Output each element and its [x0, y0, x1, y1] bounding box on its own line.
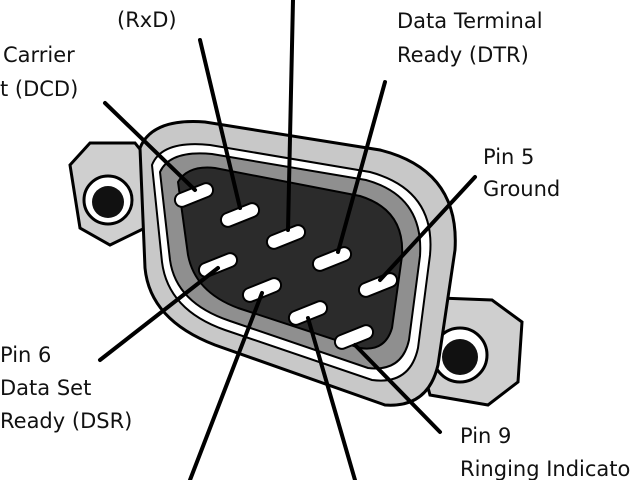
leader-dcd	[103, 101, 197, 192]
label-rxd-line2: (RxD)	[117, 8, 177, 32]
pin-7	[241, 277, 283, 303]
pin-3	[265, 224, 307, 250]
pin-9	[333, 324, 375, 350]
label-dtr-line2: Ready (DTR)	[397, 43, 529, 67]
label-ri-line1: Pin 9	[460, 424, 511, 448]
label-dcd-line2: t (DCD)	[0, 77, 78, 101]
leader-dtr	[336, 80, 387, 254]
pin-2	[219, 202, 261, 228]
label-ri-line2: Ringing Indicato	[460, 457, 630, 480]
label-ground-line2: Ground	[483, 177, 560, 201]
pin-row-top	[173, 182, 399, 298]
label-ground-line1: Pin 5	[483, 145, 534, 169]
db9-connector-icon	[138, 120, 457, 407]
pin-4	[311, 246, 353, 272]
label-dsr-line3: Ready (DSR)	[0, 409, 132, 433]
leader-ri	[353, 343, 442, 434]
pin-8	[287, 300, 329, 326]
leader-ground	[378, 175, 477, 282]
label-dsr-line2: Data Set	[0, 376, 91, 400]
label-dtr-line1: Data Terminal	[397, 9, 543, 33]
leader-rts	[188, 291, 264, 480]
leader-dsr	[98, 266, 220, 362]
pin-5	[357, 272, 399, 298]
pin-6	[197, 252, 239, 278]
leader-rxd	[198, 38, 242, 210]
pin-row-bottom	[197, 252, 375, 350]
leader-lines	[98, 0, 477, 480]
label-dsr-line1: Pin 6	[0, 343, 51, 367]
leader-txd	[286, 0, 295, 232]
leader-cts	[306, 316, 357, 480]
label-dcd-line1: Carrier	[3, 43, 75, 67]
